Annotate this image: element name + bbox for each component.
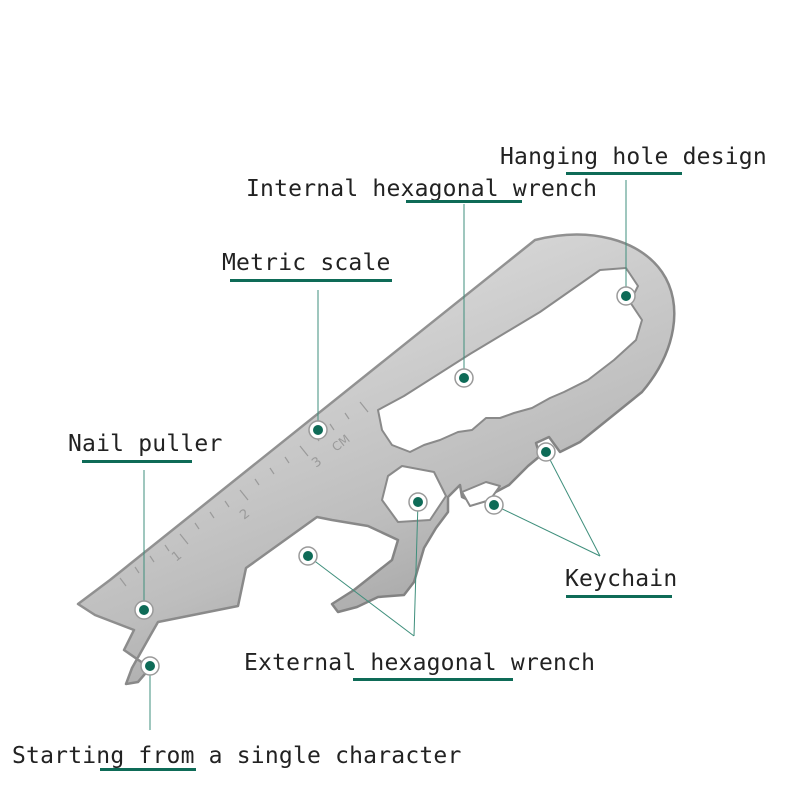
teal-dot-icon [484, 495, 504, 515]
teal-dot-icon [536, 442, 556, 462]
keychain-slot [461, 481, 501, 507]
teal-dot-icon [408, 492, 428, 512]
label-internal-hex: Internal hexagonal wrench [246, 176, 598, 202]
underline-starting [100, 768, 196, 771]
underline-metric-scale [230, 279, 392, 282]
marker-dots [134, 286, 636, 676]
underline-internal-hex [406, 200, 522, 203]
multitool-body: 1 2 3 CM [76, 233, 676, 686]
teal-dot-icon [134, 600, 154, 620]
leader-external-b [413, 501, 419, 637]
label-keychain: Keychain [565, 566, 678, 592]
teal-dot-icon [298, 546, 318, 566]
label-nail-puller: Nail puller [68, 431, 223, 457]
leader-lines [143, 180, 627, 730]
underline-external-hex [353, 678, 513, 681]
internal-hex-slot [377, 267, 643, 453]
leader-keychain-b [493, 504, 601, 557]
teal-dot-icon [616, 286, 636, 306]
label-external-hex: External hexagonal wrench [244, 650, 596, 676]
label-hanging-hole: Hanging hole design [500, 144, 767, 170]
label-starting: Starting from a single character [12, 743, 462, 769]
underline-nail-puller [82, 460, 192, 463]
teal-dot-icon [308, 420, 328, 440]
teal-dot-icon [140, 656, 160, 676]
underline-hanging-hole [566, 172, 682, 175]
label-metric-scale: Metric scale [222, 250, 391, 276]
leader-external-a [307, 555, 415, 637]
teal-dot-icon [454, 368, 474, 388]
underline-keychain [566, 595, 672, 598]
leader-keychain-a [545, 451, 601, 557]
